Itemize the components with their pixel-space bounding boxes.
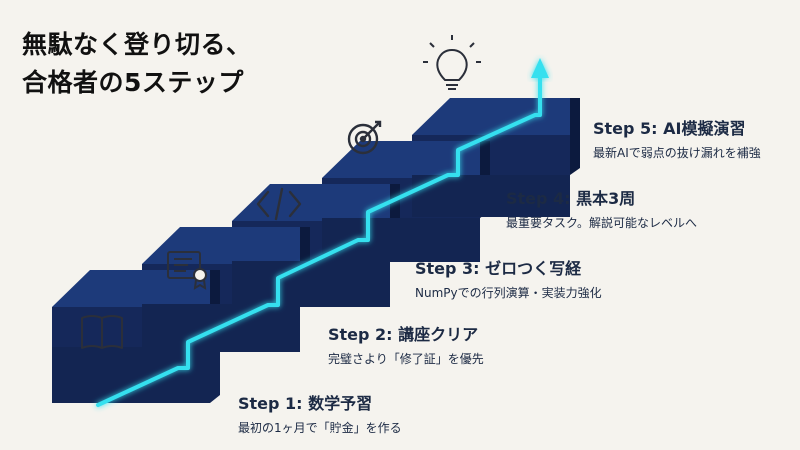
step-4-label: Step 4: 黒本3周 最重要タスク。解説可能なレベルへ (506, 189, 697, 231)
step-2-title: Step 2: 講座クリア (328, 325, 479, 344)
step-3-desc: NumPyでの行列演算・実装力強化 (415, 286, 602, 300)
step-2-desc: 完璧さより「修了証」を優先 (328, 352, 484, 366)
stair-step-1 (52, 270, 220, 403)
step-2-label: Step 2: 講座クリア 完璧さより「修了証」を優先 (328, 325, 484, 367)
step-1-title: Step 1: 数学予習 (238, 394, 373, 413)
step-5-desc: 最新AIで弱点の抜け漏れを補強 (593, 146, 761, 160)
title-line-1: 無駄なく登り切る、 (22, 30, 252, 59)
lightbulb-icon (423, 35, 481, 90)
book-icon (81, 315, 123, 349)
step-1-desc: 最初の1ヶ月で「貯金」を作る (238, 421, 402, 435)
step-4-desc: 最重要タスク。解説可能なレベルへ (506, 216, 698, 230)
step-1-label: Step 1: 数学予習 最初の1ヶ月で「貯金」を作る (238, 394, 402, 436)
progress-glow-line (96, 73, 542, 407)
stair-base-4 (322, 218, 480, 262)
step-5-title: Step 5: AI模擬演習 (593, 119, 746, 138)
stair-base-3 (232, 261, 390, 307)
stair-base-5 (412, 175, 570, 217)
title-line-2: 合格者の5ステップ (22, 68, 244, 97)
arrow-up-icon (531, 58, 549, 78)
page-title: 無駄なく登り切る、 合格者の5ステップ (22, 26, 252, 102)
step-3-label: Step 3: ゼロつく写経 NumPyでの行列演算・実装力強化 (415, 259, 602, 301)
certificate-icon (167, 251, 207, 290)
step-5-label: Step 5: AI模擬演習 最新AIで弱点の抜け漏れを補強 (593, 119, 761, 161)
step-3-title: Step 3: ゼロつく写経 (415, 259, 582, 278)
step-4-title: Step 4: 黒本3周 (506, 189, 636, 208)
code-icon (256, 187, 302, 221)
target-icon (347, 120, 382, 155)
